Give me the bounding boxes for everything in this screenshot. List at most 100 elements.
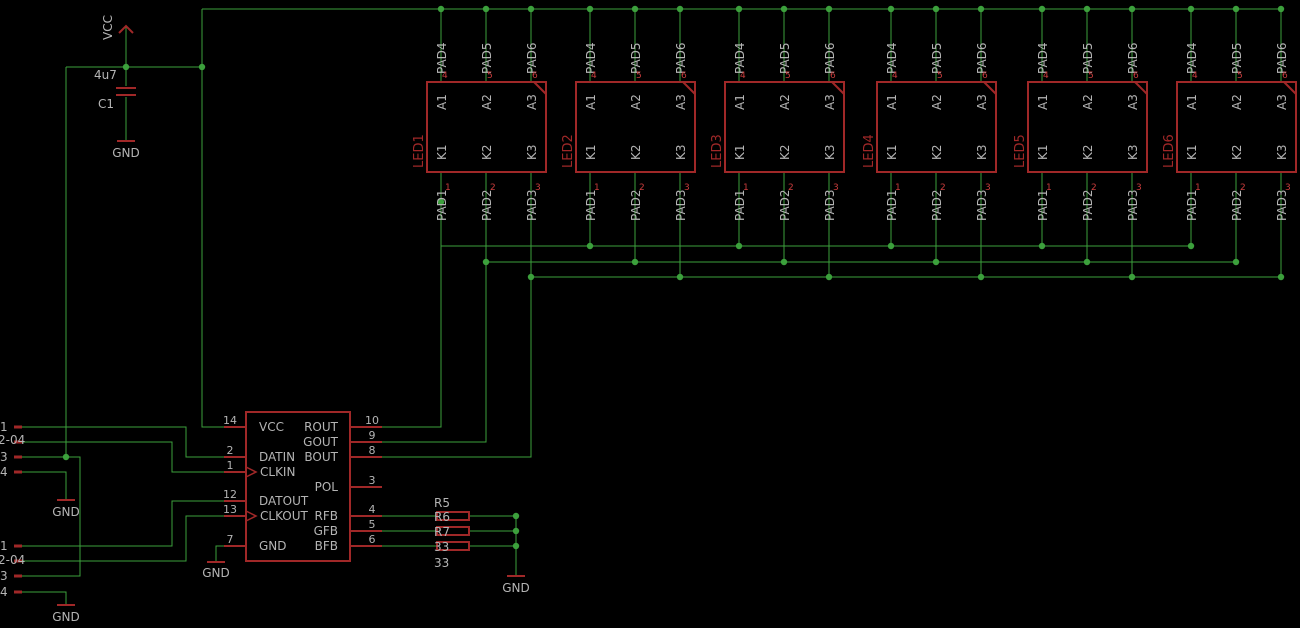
led-orientation-mark <box>831 81 845 95</box>
clock-input-icon <box>245 510 258 522</box>
vcc-arrow-icon <box>118 24 134 34</box>
led-name: LED4 <box>862 134 877 168</box>
led-anode-pad: PAD5 <box>480 42 494 74</box>
ic-pin-number: 10 <box>365 414 379 427</box>
junction-dot <box>586 5 594 13</box>
led-anode-pad: PAD6 <box>674 42 688 74</box>
led-pin-number: 2 <box>788 183 794 193</box>
led-pin-number: 6 <box>982 71 988 81</box>
led-pin-number: 1 <box>594 183 600 193</box>
ic-pin-number: 2 <box>227 444 234 457</box>
led-cathode-label: K1 <box>1036 144 1050 160</box>
led-pin-number: 1 <box>743 183 749 193</box>
led-pin-number: 2 <box>490 183 496 193</box>
led-anode-label: A2 <box>930 94 944 110</box>
led-anode-pad: PAD6 <box>1126 42 1140 74</box>
led-anode-pad: PAD4 <box>584 42 598 74</box>
ic-pin-label: POL <box>315 480 339 494</box>
junction-dot <box>631 258 639 266</box>
led-pin-number: 2 <box>1240 183 1246 193</box>
led-pin-number: 4 <box>442 71 448 81</box>
junction-dot <box>1187 242 1195 250</box>
junction-dot <box>780 258 788 266</box>
led-pin-number: 1 <box>445 183 451 193</box>
junction-dot <box>676 5 684 13</box>
led-pin-number: 1 <box>1195 183 1201 193</box>
led-anode-label: A2 <box>1230 94 1244 110</box>
led-anode-pad: PAD4 <box>435 42 449 74</box>
junction-dot <box>1128 273 1136 281</box>
led-name: LED6 <box>1162 134 1177 168</box>
led-orientation-mark <box>983 81 997 95</box>
clkin-wire <box>22 441 246 473</box>
led-cathode-pad: PAD2 <box>930 189 944 221</box>
junction-dot <box>676 273 684 281</box>
led-pin-number: 4 <box>1043 71 1049 81</box>
junction-dot <box>1038 242 1046 250</box>
led-pin-number: 6 <box>1282 71 1288 81</box>
led-cathode-pad: PAD3 <box>975 189 989 221</box>
ic-pin-number: 14 <box>223 414 237 427</box>
led-cathode-pad: PAD1 <box>435 189 449 221</box>
led-anode-pad: PAD4 <box>1036 42 1050 74</box>
led-anode-label: A1 <box>1036 94 1050 110</box>
conn1-gnd-wire <box>22 471 67 500</box>
junction-dot <box>887 242 895 250</box>
led-body <box>724 81 845 173</box>
junction-dot <box>735 242 743 250</box>
led-pin-number: 5 <box>636 71 642 81</box>
led-pin-number: 1 <box>1046 183 1052 193</box>
gnd-label: GND <box>502 581 530 595</box>
ic-pin-number: 1 <box>227 459 234 472</box>
ic-pin-number: 4 <box>369 503 376 516</box>
led-pin-number: 6 <box>1133 71 1139 81</box>
led-anode-pad: PAD6 <box>525 42 539 74</box>
label-layer: LED1A1PAD44A2PAD55A3PAD66K1PAD11K2PAD22K… <box>0 15 1291 624</box>
junction-dot <box>1083 258 1091 266</box>
ic-gnd-wire <box>215 545 224 562</box>
clkout-wire <box>22 515 246 562</box>
led-body <box>876 81 997 173</box>
ic-pin-label: CLKIN <box>260 465 295 479</box>
led-cathode-label: K3 <box>1126 144 1140 160</box>
led-cathode-label: K1 <box>1185 144 1199 160</box>
led-cathode-pad: PAD3 <box>823 189 837 221</box>
led-anode-label: A1 <box>733 94 747 110</box>
junction-dot <box>780 5 788 13</box>
led-cathode-label: K1 <box>885 144 899 160</box>
led-pin-number: 2 <box>639 183 645 193</box>
led-anode-pad: PAD5 <box>629 42 643 74</box>
ic-pin-label: CLKOUT <box>260 509 309 523</box>
led-cathode-label: K2 <box>930 144 944 160</box>
junction-dot <box>735 5 743 13</box>
wire-layer <box>22 5 1285 605</box>
ic-pin-number: 12 <box>223 488 237 501</box>
conn2-vcc-wire <box>22 456 81 577</box>
led-body <box>575 81 696 173</box>
resistor-body <box>436 541 470 551</box>
led-name: LED3 <box>710 134 725 168</box>
led-cathode-pad: PAD1 <box>885 189 899 221</box>
capacitor-name: C1 <box>98 97 114 111</box>
led-cathode-label: K2 <box>629 144 643 160</box>
ic-pin-label: ROUT <box>304 420 339 434</box>
led-pin-number: 4 <box>591 71 597 81</box>
resistor-label: 33 <box>434 540 449 554</box>
led-anode-pad: PAD6 <box>823 42 837 74</box>
ic-pin-label: GFB <box>314 524 338 538</box>
led-anode-pad: PAD5 <box>1081 42 1095 74</box>
junction-dot <box>887 5 895 13</box>
connector-pin-number: 1 <box>0 420 8 434</box>
led-body <box>1027 81 1148 173</box>
led-pin-number: 3 <box>684 183 690 193</box>
ic-pin-number: 13 <box>223 503 237 516</box>
datout-wire <box>22 500 246 547</box>
led-orientation-mark <box>1283 81 1297 95</box>
led-anode-pad: PAD5 <box>1230 42 1244 74</box>
led-cathode-pad: PAD3 <box>674 189 688 221</box>
led-cathode-label: K2 <box>1230 144 1244 160</box>
junction-dot <box>1128 5 1136 13</box>
resistor-label: R6 <box>434 510 450 524</box>
ic-pin-number: 6 <box>369 533 376 546</box>
